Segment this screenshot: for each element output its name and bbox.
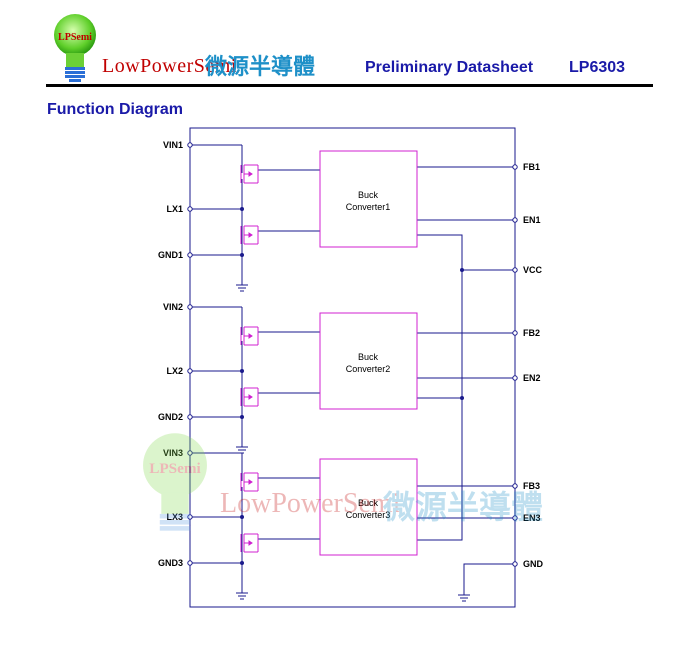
pin-label-vin1: VIN1 [163, 140, 183, 150]
pin-label-en2: EN2 [523, 373, 541, 383]
pin-label-vin2: VIN2 [163, 302, 183, 312]
mosfet-group [240, 164, 259, 553]
pin-label-gnd2: GND2 [158, 412, 183, 422]
block-label-line2: Converter2 [346, 364, 391, 374]
pin-terminal [187, 142, 193, 148]
brand-name-cjk: 微源半導體 [205, 54, 316, 79]
header-divider [46, 84, 653, 87]
converter-blocks: BuckConverter1BuckConverter2BuckConverte… [319, 150, 418, 556]
pin-terminal [187, 206, 193, 212]
pin-label-vin3: VIN3 [163, 448, 183, 458]
mosfet-arrow [248, 333, 253, 339]
wire [463, 563, 515, 590]
pin-terminal [187, 560, 193, 566]
junction-dots [187, 142, 518, 567]
ground-symbols [236, 280, 470, 602]
pin-terminal [512, 515, 518, 521]
pin-label-lx2: LX2 [166, 366, 183, 376]
pin-terminal [187, 304, 193, 310]
junction-dot [240, 207, 244, 211]
pin-terminal [512, 375, 518, 381]
pin-terminal [512, 217, 518, 223]
pin-terminal [187, 252, 193, 258]
buck-converter-block [319, 312, 418, 410]
pin-label-en1: EN1 [523, 215, 541, 225]
pin-label-gnd3: GND3 [158, 558, 183, 568]
block-label-line2: Converter1 [346, 202, 391, 212]
junction-dot [240, 515, 244, 519]
pin-terminal [512, 330, 518, 336]
section-title: Function Diagram [47, 101, 184, 118]
junction-dot [240, 369, 244, 373]
brand-name-latin: LowPowerSemi [102, 55, 237, 77]
pin-label-gnd1: GND1 [158, 250, 183, 260]
logo-bulb-icon: LPSemi [54, 14, 96, 82]
mosfet-arrow [248, 540, 253, 546]
page-header: LPSemi LowPowerSemi 微源半導體 Preliminary Da… [0, 0, 698, 90]
pin-terminal [187, 368, 193, 374]
block-label-line1: Buck [358, 190, 379, 200]
block-label-line1: Buck [358, 498, 379, 508]
pin-terminal [512, 164, 518, 170]
logo-badge-text: LPSemi [58, 32, 92, 43]
pin-terminal [187, 450, 193, 456]
pin-terminal [187, 514, 193, 520]
junction-dot [460, 268, 464, 272]
block-label-line2: Converter3 [346, 510, 391, 520]
block-label-line1: Buck [358, 352, 379, 362]
document-type: Preliminary Datasheet [365, 59, 534, 76]
mosfet-arrow [248, 171, 253, 177]
junction-dot [240, 561, 244, 565]
pin-label-fb1: FB1 [523, 162, 540, 172]
pin-terminal [512, 561, 518, 567]
pin-label-lx1: LX1 [166, 204, 183, 214]
buck-converter-block [319, 458, 418, 556]
junction-dot [240, 253, 244, 257]
junction-dot [460, 396, 464, 400]
mosfet-arrow [248, 394, 253, 400]
pin-terminal [187, 414, 193, 420]
pin-label-fb3: FB3 [523, 481, 540, 491]
pin-label-fb2: FB2 [523, 328, 540, 338]
pin-label-gnd: GND [523, 559, 544, 569]
junction-dot [240, 415, 244, 419]
wire [417, 234, 463, 541]
pin-label-lx3: LX3 [166, 512, 183, 522]
mosfet-arrow [248, 479, 253, 485]
pin-label-en3: EN3 [523, 513, 541, 523]
chip-outline [189, 127, 516, 608]
pin-terminal [512, 483, 518, 489]
pin-terminal [512, 267, 518, 273]
buck-converter-block [319, 150, 418, 248]
pin-label-vcc: VCC [523, 265, 543, 275]
mosfet-arrow [248, 232, 253, 238]
part-number: LP6303 [569, 59, 626, 76]
